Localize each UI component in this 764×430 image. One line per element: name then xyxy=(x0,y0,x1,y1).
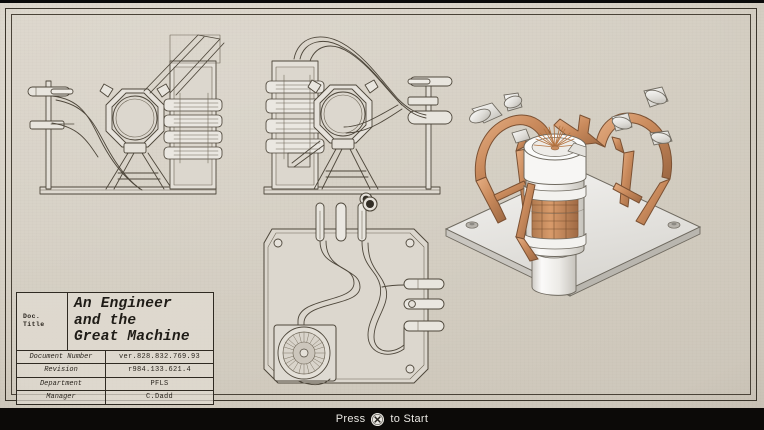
document-title: An Engineer and the Great Machine xyxy=(74,296,190,345)
row-value-revision: r984.133.621.4 xyxy=(127,366,191,374)
letterbox-top xyxy=(0,0,764,3)
drawing-frame-outer xyxy=(5,8,757,401)
start-prompt-text-before: Press xyxy=(335,413,366,425)
title-block-row: Department PFLS xyxy=(17,377,213,391)
doc-title-label-line2: Title xyxy=(23,321,45,329)
title-block-row: Document Number ver.828.832.769.93 xyxy=(17,350,213,364)
title-block-row: Manager C.Dadd xyxy=(17,391,213,404)
title-block-row: Revision r984.133.621.4 xyxy=(17,364,213,378)
row-key-department: Department xyxy=(17,377,106,390)
cross-button-icon xyxy=(371,412,385,426)
drawing-view-front-elevation xyxy=(263,36,453,206)
drawing-view-isometric xyxy=(444,86,702,297)
row-value-manager: C.Dadd xyxy=(145,393,173,401)
blueprint-paper: Doc. Title An Engineer and the Great Mac… xyxy=(0,3,764,408)
doc-title-label-line1: Doc. xyxy=(23,312,41,320)
start-prompt-text-after: to Start xyxy=(390,413,429,425)
title-block: Doc. Title An Engineer and the Great Mac… xyxy=(16,292,214,405)
row-value-department: PFLS xyxy=(150,379,169,388)
row-key-manager: Manager xyxy=(17,391,106,404)
title-block-header: Doc. Title An Engineer and the Great Mac… xyxy=(17,293,213,351)
row-key-revision: Revision xyxy=(17,364,106,377)
start-prompt[interactable]: Press to Start xyxy=(0,408,764,430)
row-value-document-number: ver.828.832.769.93 xyxy=(118,352,200,361)
drawing-view-plan xyxy=(263,196,445,386)
row-key-document-number: Document Number xyxy=(17,350,106,363)
drawing-frame-inner xyxy=(11,14,751,395)
drawing-view-left-elevation xyxy=(27,34,225,195)
doc-title-label: Doc. Title xyxy=(17,293,68,350)
